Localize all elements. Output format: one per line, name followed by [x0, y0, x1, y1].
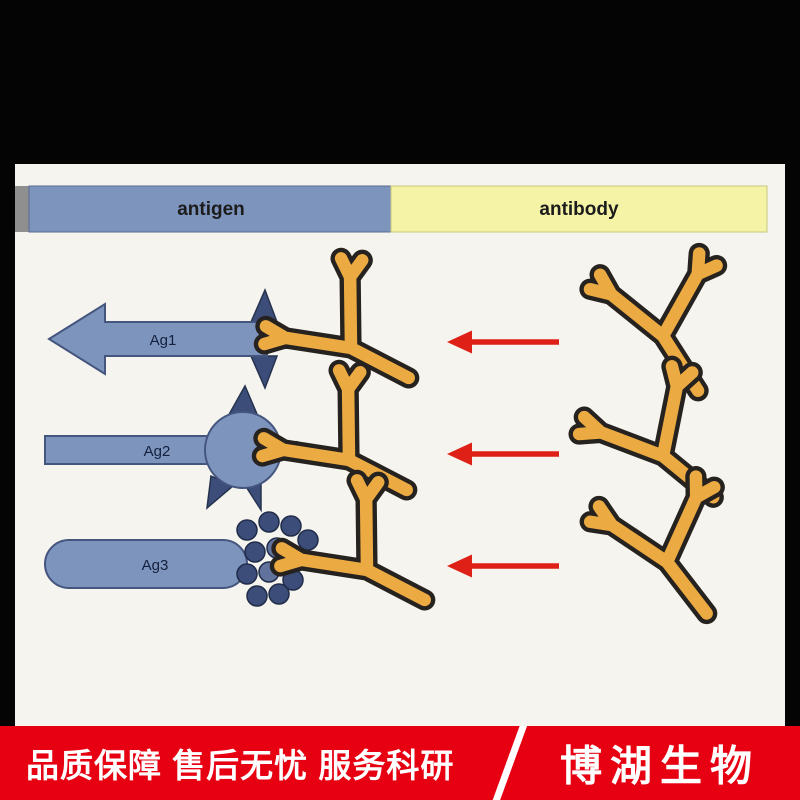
ag2-bound-antibody [252, 361, 437, 547]
bead [246, 585, 268, 607]
bead [280, 515, 302, 537]
row1-free-antibody [587, 251, 737, 406]
ag3-bound-antibody [270, 471, 455, 657]
antibody-header-bar [390, 185, 768, 233]
ag3-label: Ag3 [142, 557, 169, 574]
arrow-icon [447, 443, 559, 466]
banner-slogan: 品质保障 售后无忧 服务科研 [26, 747, 455, 784]
antibody-icon [252, 361, 437, 547]
bead [244, 541, 266, 563]
header-bars: antigen antibody [15, 185, 768, 233]
bead [236, 563, 258, 585]
row1-arrow [447, 331, 559, 354]
bead [297, 529, 319, 551]
antigen-header-bar [28, 185, 392, 233]
banner: 品质保障 售后无忧 服务科研 博湖生物 [0, 726, 800, 800]
bead [268, 583, 290, 605]
ag1-label: Ag1 [150, 332, 177, 349]
bead [258, 511, 280, 533]
banner-brand: 博湖生物 [559, 742, 760, 790]
row3-arrow [447, 555, 559, 578]
gray-strip [15, 186, 29, 232]
diagram-svg: antigen antibody Ag1 [15, 185, 768, 726]
ag1-bottom-spike [249, 355, 279, 390]
row-ag2: Ag2 [44, 359, 749, 547]
row2-arrow [447, 443, 559, 466]
arrow-icon [447, 331, 559, 354]
antigen-header-label: antigen [177, 199, 245, 220]
arrow-icon [447, 555, 559, 578]
bead [236, 519, 258, 541]
diagram-panel: antigen antibody Ag1 [15, 164, 785, 726]
row-ag1: Ag1 [47, 249, 737, 435]
banner-divider [487, 726, 532, 800]
row-ag3: Ag3 [44, 471, 745, 657]
ag2-label: Ag2 [144, 443, 171, 460]
antibody-icon [587, 251, 737, 406]
antibody-header-label: antibody [539, 199, 619, 220]
antibody-icon [270, 471, 455, 657]
